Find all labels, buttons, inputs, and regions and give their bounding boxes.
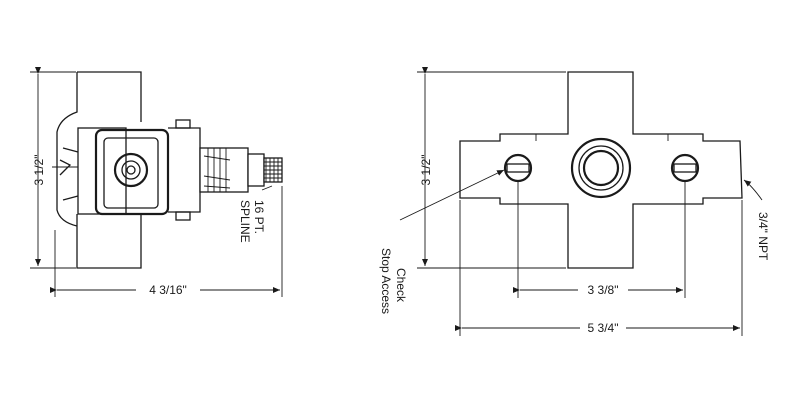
npt-label: 3/4" NPT [756,212,770,261]
right-height-label: 3 1/2" [419,155,433,186]
npt-leader [743,179,763,201]
right-width-dimension [455,200,743,336]
right-width-label: 5 3/4" [588,321,619,335]
spline-leader [261,185,273,191]
left-width-label: 4 3/16" [149,283,187,297]
left-height-label: 3 1/2" [32,155,46,186]
left-height-dimension [30,67,76,269]
right-height-dimension [417,67,566,269]
check-label-line1: Check [394,268,408,303]
spline-label-line1: 16 PT. [252,200,266,234]
spline-label-line2: SPLINE [238,200,252,243]
right-valve-body [459,71,743,269]
port-spacing-label: 3 3/8" [588,283,619,297]
left-width-dimension [50,186,283,297]
check-stop-leader [399,169,505,221]
left-valve-body [52,71,283,269]
port-spacing-dimension [513,182,686,298]
check-label-line2: Stop Access [379,248,393,314]
